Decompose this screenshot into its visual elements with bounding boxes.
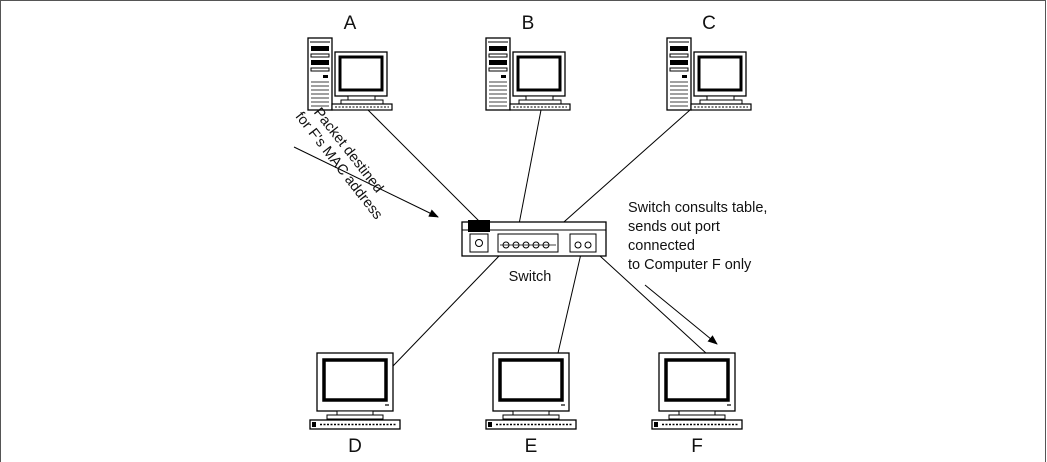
switch-status-block bbox=[468, 220, 490, 232]
computer-e-label: E bbox=[525, 436, 538, 457]
cables bbox=[367, 109, 708, 367]
switch-device: Switch bbox=[461, 220, 607, 285]
svg-text:Packet destined for F's: Packet destined for F's MAC address bbox=[292, 99, 399, 223]
cable-switch-d bbox=[392, 254, 501, 367]
computer-c: C bbox=[665, 13, 753, 112]
switch-port-f bbox=[569, 233, 597, 253]
forward-arrow bbox=[644, 284, 718, 345]
switch-note-line-1: Switch consults table, bbox=[628, 200, 767, 216]
cable-switch-e bbox=[554, 244, 584, 367]
computer-f: F bbox=[650, 351, 744, 457]
packet-annotation: Packet destined for F's MAC address bbox=[292, 99, 399, 223]
computer-a: A bbox=[306, 13, 394, 112]
computer-d: D bbox=[308, 351, 402, 457]
computer-f-label: F bbox=[691, 436, 703, 457]
computer-e: E bbox=[484, 351, 578, 457]
switch-label: Switch bbox=[509, 269, 552, 285]
computer-b-label: B bbox=[522, 13, 535, 34]
switch-note-line-4: to Computer F only bbox=[628, 257, 752, 273]
computer-a-label: A bbox=[344, 13, 357, 34]
computer-d-label: D bbox=[348, 436, 362, 457]
switch-note-annotation: Switch consults table, sends out port co… bbox=[628, 200, 771, 273]
computer-b: B bbox=[484, 13, 572, 112]
computer-c-label: C bbox=[702, 13, 716, 34]
switch-note-line-2: sends out port bbox=[628, 219, 720, 235]
packet-arrow bbox=[293, 146, 439, 218]
switch-note-line-3: connected bbox=[628, 238, 695, 254]
cable-switch-f bbox=[587, 244, 708, 355]
